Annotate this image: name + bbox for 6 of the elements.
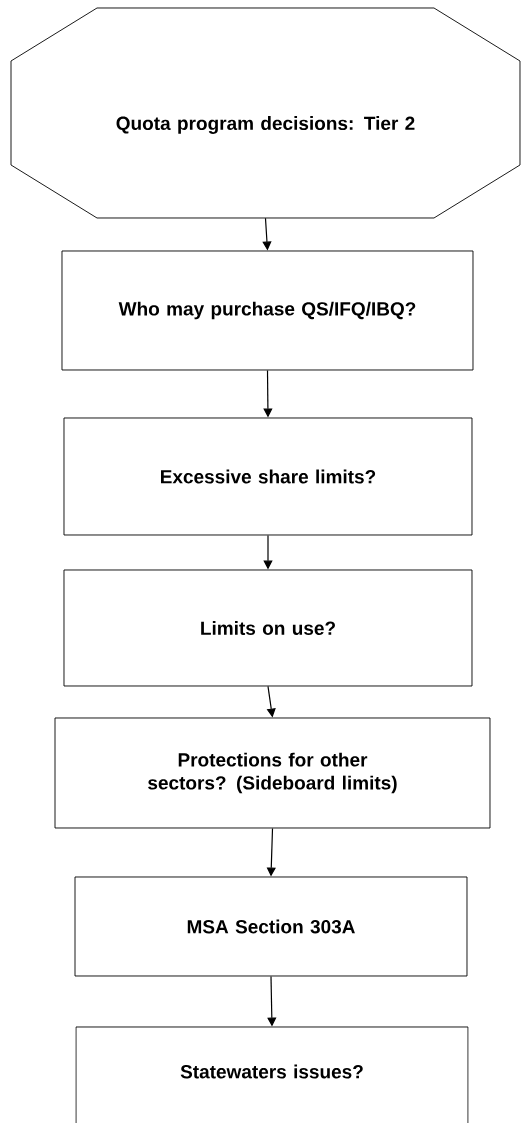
process-box: Excessive share limits? <box>63 417 473 536</box>
process-box: Statewaters issues? <box>75 1026 469 1123</box>
process-box: Limits on use? <box>63 569 473 687</box>
process-box: MSA Section 303A <box>74 876 468 977</box>
process-box: Who may purchase QS/IFQ/IBQ? <box>61 250 474 371</box>
process-box: Protections for other sectors? (Sideboard limits) <box>54 717 491 829</box>
